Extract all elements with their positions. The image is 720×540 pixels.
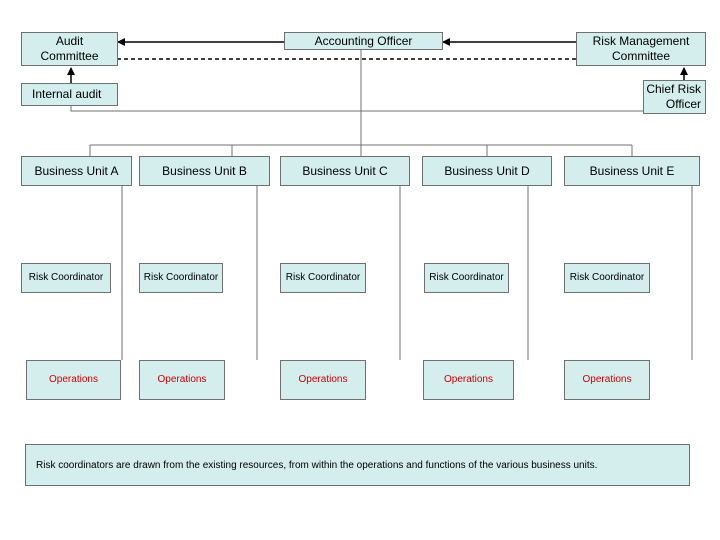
risk-management-committee-label: Risk Management Committee [592, 34, 690, 63]
risk-coordinator-c-box: Risk Coordinator [280, 263, 366, 293]
business-unit-b-label: Business Unit B [162, 163, 247, 178]
operations-a-box: Operations [26, 360, 121, 400]
operations-d-box: Operations [423, 360, 514, 400]
footnote-text: Risk coordinators are drawn from the exi… [36, 459, 598, 471]
risk-coordinator-d-label: Risk Coordinator [429, 271, 504, 283]
risk-coordinator-b-label: Risk Coordinator [143, 271, 219, 283]
business-unit-d-label: Business Unit D [444, 163, 530, 178]
risk-coordinator-e-box: Risk Coordinator [564, 263, 650, 293]
operations-e-label: Operations [582, 373, 632, 385]
business-unit-c-label: Business Unit C [302, 163, 388, 178]
business-unit-d-box: Business Unit D [422, 156, 552, 186]
business-unit-c-box: Business Unit C [280, 156, 410, 186]
accounting-officer-box: Accounting Officer [284, 32, 443, 50]
risk-coordinator-a-box: Risk Coordinator [21, 263, 111, 293]
risk-coordinator-e-label: Risk Coordinator [569, 271, 645, 283]
operations-b-label: Operations [157, 373, 207, 385]
audit-cro-line [70, 106, 685, 112]
business-unit-a-box: Business Unit A [21, 156, 132, 186]
audit-committee-label: Audit Committee [40, 34, 99, 63]
risk-coordinator-b-box: Risk Coordinator [139, 263, 223, 293]
operations-e-box: Operations [564, 360, 650, 400]
risk-coordinator-a-label: Risk Coordinator [28, 271, 104, 283]
operations-c-box: Operations [280, 360, 366, 400]
accounting-officer-label: Accounting Officer [314, 33, 413, 48]
business-unit-e-label: Business Unit E [589, 163, 675, 178]
operations-c-label: Operations [298, 373, 348, 385]
chief-risk-officer-label: Chief Risk Officer [646, 82, 701, 111]
risk-coordinator-c-label: Risk Coordinator [285, 271, 361, 283]
business-unit-b-box: Business Unit B [139, 156, 270, 186]
risk-coordinator-d-box: Risk Coordinator [424, 263, 509, 293]
operations-b-box: Operations [139, 360, 225, 400]
operations-a-label: Operations [49, 373, 98, 385]
operations-d-label: Operations [444, 373, 493, 385]
internal-audit-box: Internal audit [21, 83, 118, 106]
business-unit-e-box: Business Unit E [564, 156, 700, 186]
audit-committee-box: Audit Committee [21, 32, 118, 66]
risk-management-committee-box: Risk Management Committee [576, 32, 706, 66]
internal-audit-label: Internal audit [32, 87, 102, 101]
footnote-box: Risk coordinators are drawn from the exi… [25, 444, 690, 486]
chief-risk-officer-box: Chief Risk Officer [643, 80, 706, 114]
business-unit-a-label: Business Unit A [34, 163, 119, 178]
